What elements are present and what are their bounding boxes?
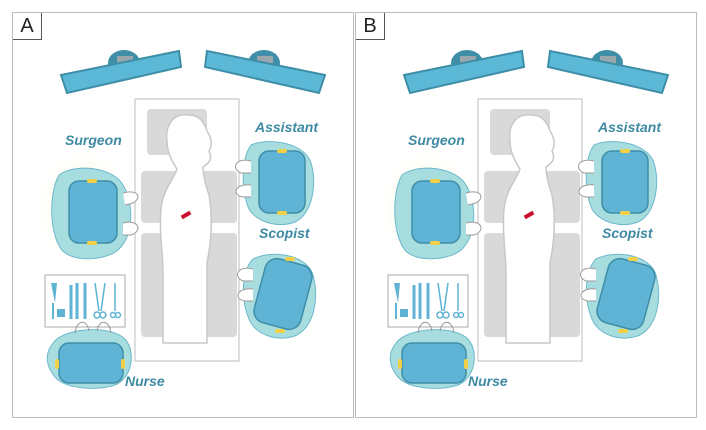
panel-b: B (355, 12, 697, 418)
assistant-figure (235, 141, 315, 225)
scopist-figure (580, 253, 660, 339)
or-diagram (378, 49, 670, 389)
incision-mark (180, 210, 192, 220)
monitor-right (546, 49, 670, 95)
incision-mark (523, 210, 535, 220)
surgeon-figure (51, 167, 139, 260)
scopist-figure (237, 253, 317, 339)
assistant-figure (578, 141, 658, 225)
surgeon-figure (394, 167, 482, 260)
surgeon-label: Surgeon (65, 132, 122, 148)
instrument-tray (44, 274, 126, 328)
monitor-left (59, 49, 183, 95)
nurse-figure (389, 321, 475, 389)
nurse-label: Nurse (468, 373, 508, 389)
panel-label: B (356, 13, 385, 40)
surgeon-label: Surgeon (408, 132, 465, 148)
nurse-figure (46, 321, 132, 389)
nurse-label: Nurse (125, 373, 165, 389)
instrument-tray (387, 274, 469, 328)
assistant-label: Assistant (255, 119, 319, 135)
monitor-right (203, 49, 327, 95)
scopist-label: Scopist (259, 225, 310, 241)
scopist-label: Scopist (602, 225, 653, 241)
or-diagram (35, 49, 327, 389)
monitor-left (402, 49, 526, 95)
panel-label: A (13, 13, 42, 40)
patient-silhouette (159, 114, 212, 344)
assistant-label: Assistant (598, 119, 662, 135)
patient-silhouette (502, 114, 555, 344)
panel-a: A (12, 12, 354, 418)
